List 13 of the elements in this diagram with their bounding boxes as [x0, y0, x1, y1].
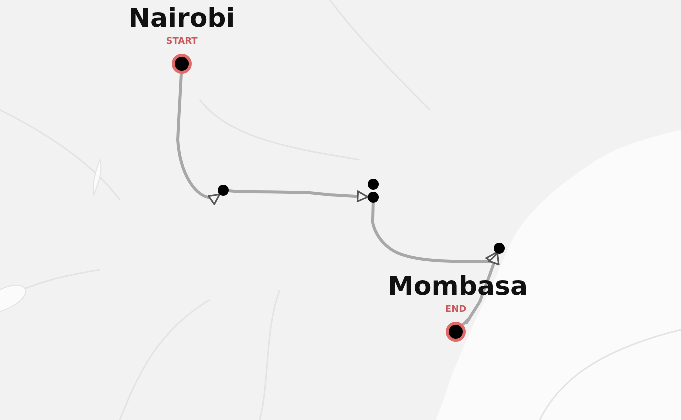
stop-dot — [368, 192, 379, 203]
route-point-label: START — [165, 37, 199, 47]
route-point-label: END — [444, 305, 468, 315]
stop-dot — [218, 185, 229, 196]
location-marker — [388, 272, 524, 342]
stop-dot — [368, 179, 379, 190]
route-arrow — [371, 202, 498, 265]
route-arrow — [228, 190, 369, 202]
route-arrow — [462, 252, 500, 326]
city-name: Mombasa — [388, 272, 524, 302]
stop-dot — [494, 243, 505, 254]
route-arrow — [176, 74, 221, 206]
city-name: Nairobi — [128, 4, 236, 34]
